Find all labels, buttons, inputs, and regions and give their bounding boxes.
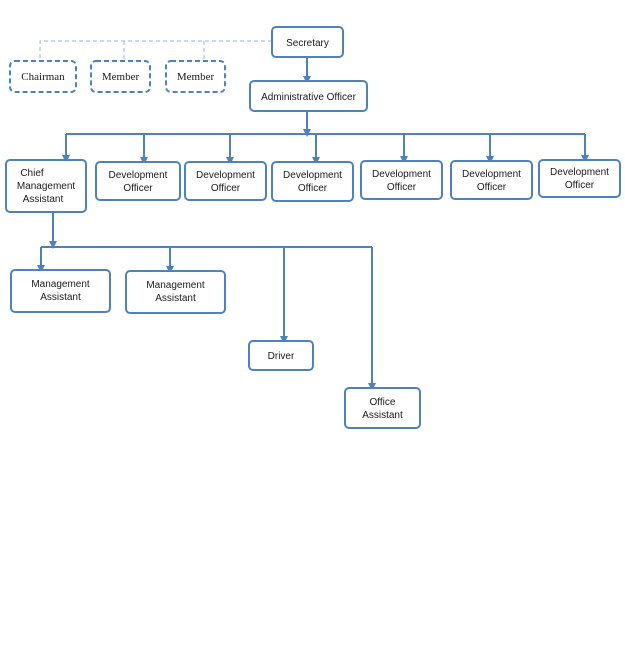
node-driver-label: Driver	[268, 351, 295, 362]
node-chief-management-assistant: Chief Management Assistant	[5, 159, 87, 213]
node-ma-2-line-2: Assistant	[155, 293, 196, 304]
node-chairman: Chairman	[9, 60, 77, 93]
node-chief-ma-line-3: Assistant	[23, 194, 64, 205]
node-do-3-line-1: Development	[283, 170, 342, 181]
node-chief-ma-line-2: Management	[17, 181, 76, 192]
node-do-5-line-1: Development	[462, 169, 521, 180]
node-office-assistant-line-2: Assistant	[362, 410, 403, 421]
connector-secretary-chairman	[39, 40, 272, 62]
board-connectors	[39, 40, 272, 62]
node-member-1-label: Member	[102, 71, 140, 83]
node-management-assistant-2: Management Assistant	[125, 270, 226, 314]
node-development-officer-3: Development Officer	[271, 161, 354, 202]
node-chairman-label: Chairman	[21, 71, 65, 83]
node-do-4-line-1: Development	[372, 169, 431, 180]
node-ma-1-line-1: Management	[31, 279, 90, 290]
node-do-3-line-2: Officer	[298, 183, 328, 194]
node-secretary-label: Secretary	[286, 38, 329, 49]
node-do-2-line-2: Officer	[211, 183, 241, 194]
node-development-officer-1: Development Officer	[95, 161, 181, 201]
node-development-officer-6: Development Officer	[538, 159, 621, 198]
node-do-1-line-1: Development	[109, 170, 168, 181]
node-chief-ma-line-1: Chief	[20, 168, 44, 179]
node-development-officer-5: Development Officer	[450, 160, 533, 200]
node-development-officer-4: Development Officer	[360, 160, 443, 200]
node-member-2: Member	[165, 60, 226, 93]
node-office-assistant-line-1: Office	[370, 397, 396, 408]
node-do-6-line-1: Development	[550, 167, 609, 178]
node-office-assistant: Office Assistant	[344, 387, 421, 429]
node-secretary: Secretary	[271, 26, 344, 58]
node-do-2-line-1: Development	[196, 170, 255, 181]
node-ma-1-line-2: Assistant	[40, 292, 81, 303]
node-ma-2-line-1: Management	[146, 280, 205, 291]
hierarchy-connectors	[37, 57, 589, 391]
node-do-6-line-2: Officer	[565, 180, 595, 191]
node-do-4-line-2: Officer	[387, 182, 417, 193]
node-development-officer-2: Development Officer	[184, 161, 267, 201]
node-do-5-line-2: Officer	[477, 182, 507, 193]
node-driver: Driver	[248, 340, 314, 371]
node-administrative-officer: Administrative Officer	[249, 80, 368, 112]
node-member-1: Member	[90, 60, 151, 93]
node-administrative-officer-label: Administrative Officer	[261, 92, 357, 103]
node-do-1-line-2: Officer	[123, 183, 153, 194]
node-member-2-label: Member	[177, 71, 215, 83]
node-management-assistant-1: Management Assistant	[10, 269, 111, 313]
